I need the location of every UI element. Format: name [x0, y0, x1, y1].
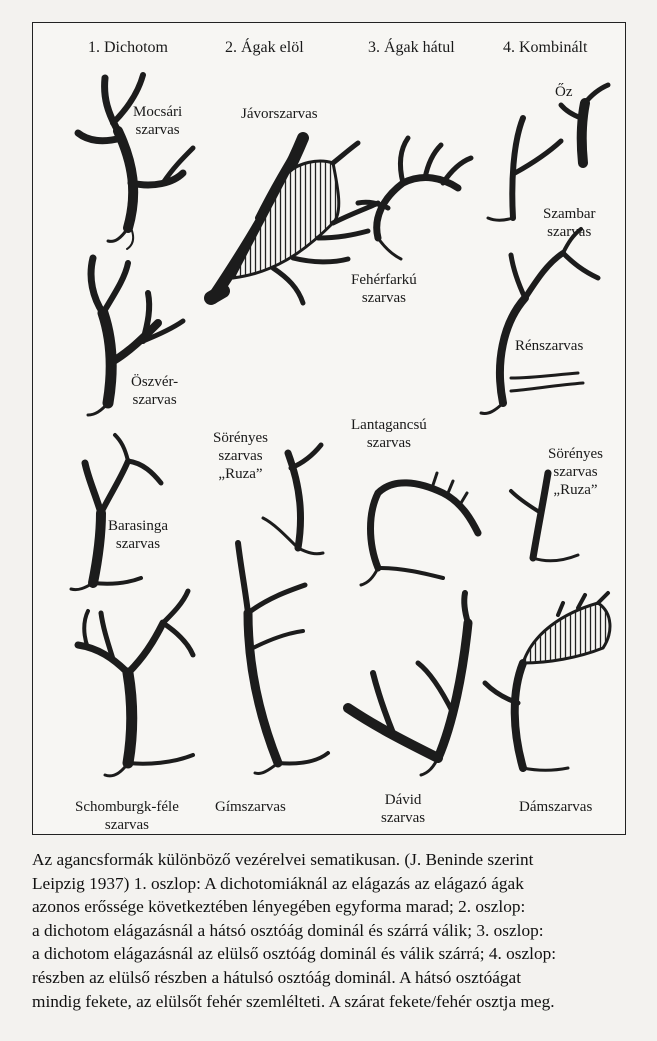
antler-david	[348, 593, 468, 775]
column-header-4: 4. Kombinált	[503, 39, 587, 57]
column-header-3: 3. Ágak hátul	[368, 39, 455, 57]
label-oz: Őz	[555, 83, 573, 101]
caption-line: Leipzig 1937) 1. oszlop: A dichotomiákná…	[32, 872, 644, 896]
antler-mocsari	[78, 75, 193, 249]
antler-gim	[238, 543, 328, 774]
diagram-frame: 1. Dichotom 2. Ágak elöl 3. Ágak hátul 4…	[32, 22, 626, 835]
caption-line: a dichotom elágazásnál az elülső osztóág…	[32, 942, 644, 966]
antler-schomburgk	[78, 591, 193, 776]
antler-dam	[485, 593, 610, 770]
label-szambar: Szambar szarvas	[543, 205, 595, 241]
column-header-2: 2. Ágak elöl	[225, 39, 304, 57]
caption-line: mindig fekete, az elülsőt fehér szemlélt…	[32, 990, 644, 1014]
label-gim: Gímszarvas	[215, 798, 286, 816]
caption-line: Az agancsformák különböző vezérelvei sem…	[32, 848, 644, 872]
label-mocsari: Mocsári szarvas	[133, 103, 182, 139]
caption-line: azonos erőssége következtében lényegében…	[32, 895, 644, 919]
antler-drawings	[33, 23, 627, 836]
label-javor: Jávorszarvas	[241, 105, 318, 123]
label-barasinga: Barasinga szarvas	[108, 517, 168, 553]
caption-line: részben az elülső részben a hátulsó oszt…	[32, 966, 644, 990]
antler-feherfarku	[358, 138, 471, 259]
antler-renszarvas	[481, 229, 598, 414]
figure-caption: Az agancsformák különböző vezérelvei sem…	[32, 848, 644, 1013]
label-sorenyes-2: Sörényes szarvas „Ruza”	[548, 445, 603, 499]
label-sorenyes-1: Sörényes szarvas „Ruza”	[213, 429, 268, 483]
label-dam: Dámszarvas	[519, 798, 592, 816]
label-david: Dávid szarvas	[381, 791, 425, 827]
antler-barasinga	[71, 435, 161, 590]
label-feherfarku: Fehérfarkú szarvas	[351, 271, 417, 307]
label-lantagancsu: Lantagancsú szarvas	[351, 416, 427, 452]
label-schomburgk: Schomburgk-féle szarvas	[75, 798, 179, 834]
label-renszarvas: Rénszarvas	[515, 337, 583, 355]
column-header-1: 1. Dichotom	[88, 39, 168, 57]
antler-sorenyes-ruza-1	[263, 445, 323, 554]
label-oszver: Öszvér- szarvas	[131, 373, 178, 409]
antler-lantagancsu	[361, 473, 478, 585]
caption-line: a dichotom elágazásnál a hátsó osztóág d…	[32, 919, 644, 943]
